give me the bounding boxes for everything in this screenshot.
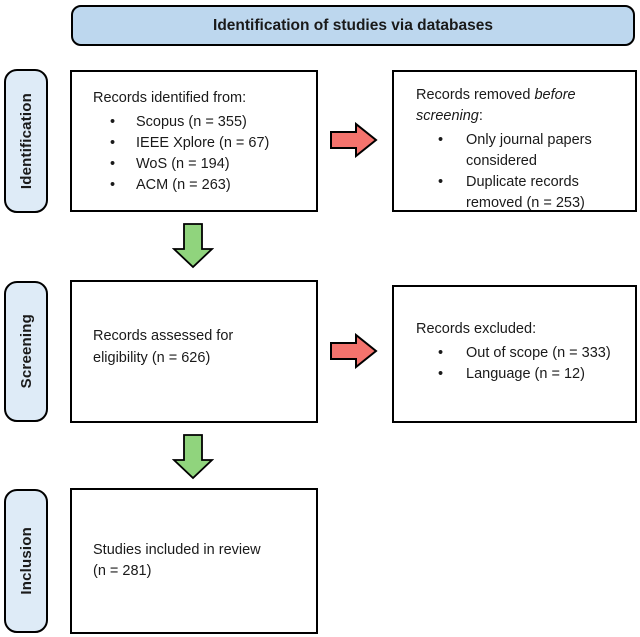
diagram-title-banner: Identification of studies via databases: [71, 5, 635, 46]
box-studies-included-text: Studies included in review (n = 281): [93, 541, 261, 579]
diagram-title: Identification of studies via databases: [213, 16, 493, 34]
list-item-text: WoS (n = 194): [136, 156, 230, 173]
box-records-removed-heading: Records removed before screening:: [416, 85, 625, 127]
right-arrow-icon: [330, 122, 378, 158]
box-records-assessed: Records assessed for eligibility (n = 62…: [70, 280, 318, 423]
stage-label-inclusion-text: Inclusion: [17, 527, 35, 595]
bullet-glyph: •: [110, 114, 116, 131]
list-item: • Duplicate records removed (n = 253): [438, 172, 625, 214]
right-arrow-icon: [330, 333, 378, 369]
stage-label-inclusion: Inclusion: [4, 489, 48, 633]
stage-label-screening-text: Screening: [17, 314, 35, 389]
bullet-glyph: •: [438, 366, 444, 382]
list-item-text: ACM (n = 263): [136, 177, 231, 194]
bullet-glyph: •: [110, 135, 116, 152]
records-excluded-list: • Out of scope (n = 333) • Language (n = 1…: [438, 343, 627, 385]
down-arrow-icon: [172, 223, 214, 269]
box-records-identified-heading: Records identified from:: [93, 90, 247, 106]
box-records-removed: Records removed before screening: • Only …: [392, 70, 637, 212]
list-item: • Out of scope (n = 333): [438, 343, 627, 364]
box-records-excluded-heading: Records excluded:: [416, 320, 537, 337]
heading-italic-text: before screening: [416, 87, 576, 125]
list-item-text: Duplicate records removed (n = 253): [466, 174, 585, 212]
stage-label-screening: Screening: [4, 281, 48, 422]
list-item-text: Language (n = 12): [466, 366, 585, 382]
list-item: • Only journal papers considered: [438, 130, 625, 172]
list-item: • ACM (n = 263): [110, 175, 304, 196]
stage-label-identification-text: Identification: [17, 92, 35, 190]
bullet-glyph: •: [110, 177, 116, 194]
box-records-identified: Records identified from: • Scopus (n = 35…: [70, 70, 318, 212]
list-item: • WoS (n = 194): [110, 154, 304, 175]
down-arrow-icon: [172, 434, 214, 480]
bullet-glyph: •: [438, 174, 444, 191]
records-removed-list: • Only journal papers considered • Duplica…: [438, 130, 625, 214]
list-item: • Scopus (n = 355): [110, 112, 304, 133]
box-records-assessed-text: Records assessed for eligibility (n = 62…: [93, 328, 234, 366]
records-identified-list: •Scopus (n = 355) •IEEE Xplore (n = 67) …: [110, 112, 304, 196]
list-item-text: Only journal papers considered: [466, 132, 592, 170]
box-studies-included: Studies included in review (n = 281): [70, 488, 318, 634]
bullet-glyph: •: [438, 344, 444, 361]
bullet-glyph: •: [438, 132, 444, 149]
heading-text: Records removed: [416, 87, 535, 103]
list-item: • IEEE Xplore (n = 67): [110, 133, 304, 154]
list-item: • Language (n = 12): [438, 364, 627, 385]
list-item-text: Scopus (n = 355): [136, 114, 247, 131]
heading-text: :: [478, 108, 483, 125]
box-records-excluded: Records excluded: • Out of scope (n = 333…: [392, 285, 637, 423]
bullet-glyph: •: [110, 156, 116, 173]
stage-label-identification: Identification: [4, 69, 48, 213]
list-item-text: Out of scope (n = 333): [466, 344, 611, 361]
list-item-text: IEEE Xplore (n = 67): [136, 135, 270, 152]
